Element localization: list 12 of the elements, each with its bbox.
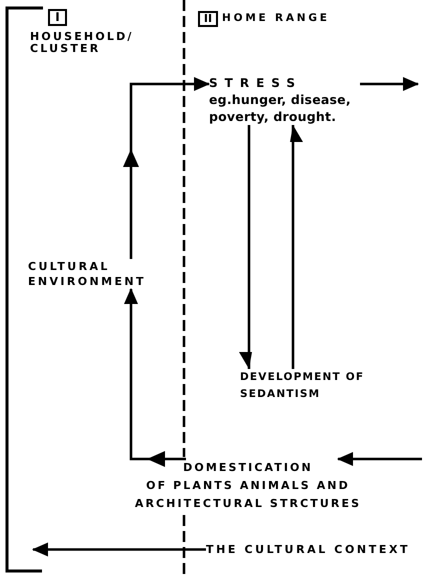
numeral-frame — [48, 9, 67, 26]
heading: STRESS — [209, 76, 304, 91]
concept-label: DOMESTICATION OF PLANTS ANIMALS AND ARCHITECTURAL STRCTURES — [116, 459, 380, 513]
concept-label: THE CULTURAL CONTEXT — [206, 542, 420, 557]
concept-label: DEVELOPMENT OF SEDANTISM — [240, 369, 390, 403]
section-title: HOUSEHOLD/ CLUSTER — [30, 31, 134, 55]
section-number: II — [202, 13, 214, 25]
concept-label: CULTURAL ENVIRONMENT — [28, 259, 156, 289]
numeral-frame — [198, 11, 218, 27]
section-number: I — [54, 11, 61, 24]
section-title: HOME RANGE — [222, 12, 330, 25]
description: eg.hunger, disease, poverty, drought. — [209, 91, 352, 125]
